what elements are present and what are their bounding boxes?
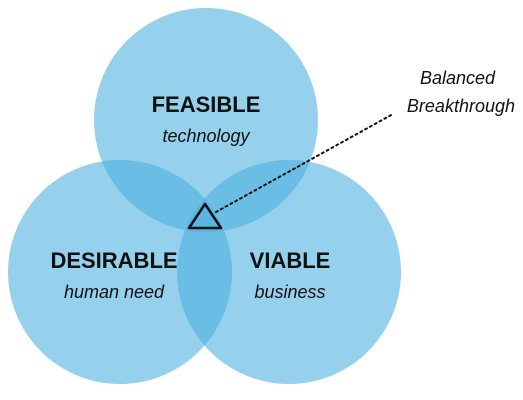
callout-leader-line: [215, 113, 394, 213]
triangle-outline-icon: [187, 202, 223, 230]
circle-viable: [177, 160, 401, 384]
viable-title: VIABLE: [250, 248, 331, 273]
desirable-subtitle: human need: [64, 282, 165, 302]
circle-desirable: [8, 160, 232, 384]
feasible-title: FEASIBLE: [152, 92, 261, 117]
callout-line-1: Balanced: [420, 68, 496, 88]
feasible-subtitle: technology: [162, 126, 250, 146]
desirable-title: DESIRABLE: [50, 248, 177, 273]
viable-subtitle: business: [254, 282, 325, 302]
callout-line-2: Breakthrough: [407, 96, 515, 116]
